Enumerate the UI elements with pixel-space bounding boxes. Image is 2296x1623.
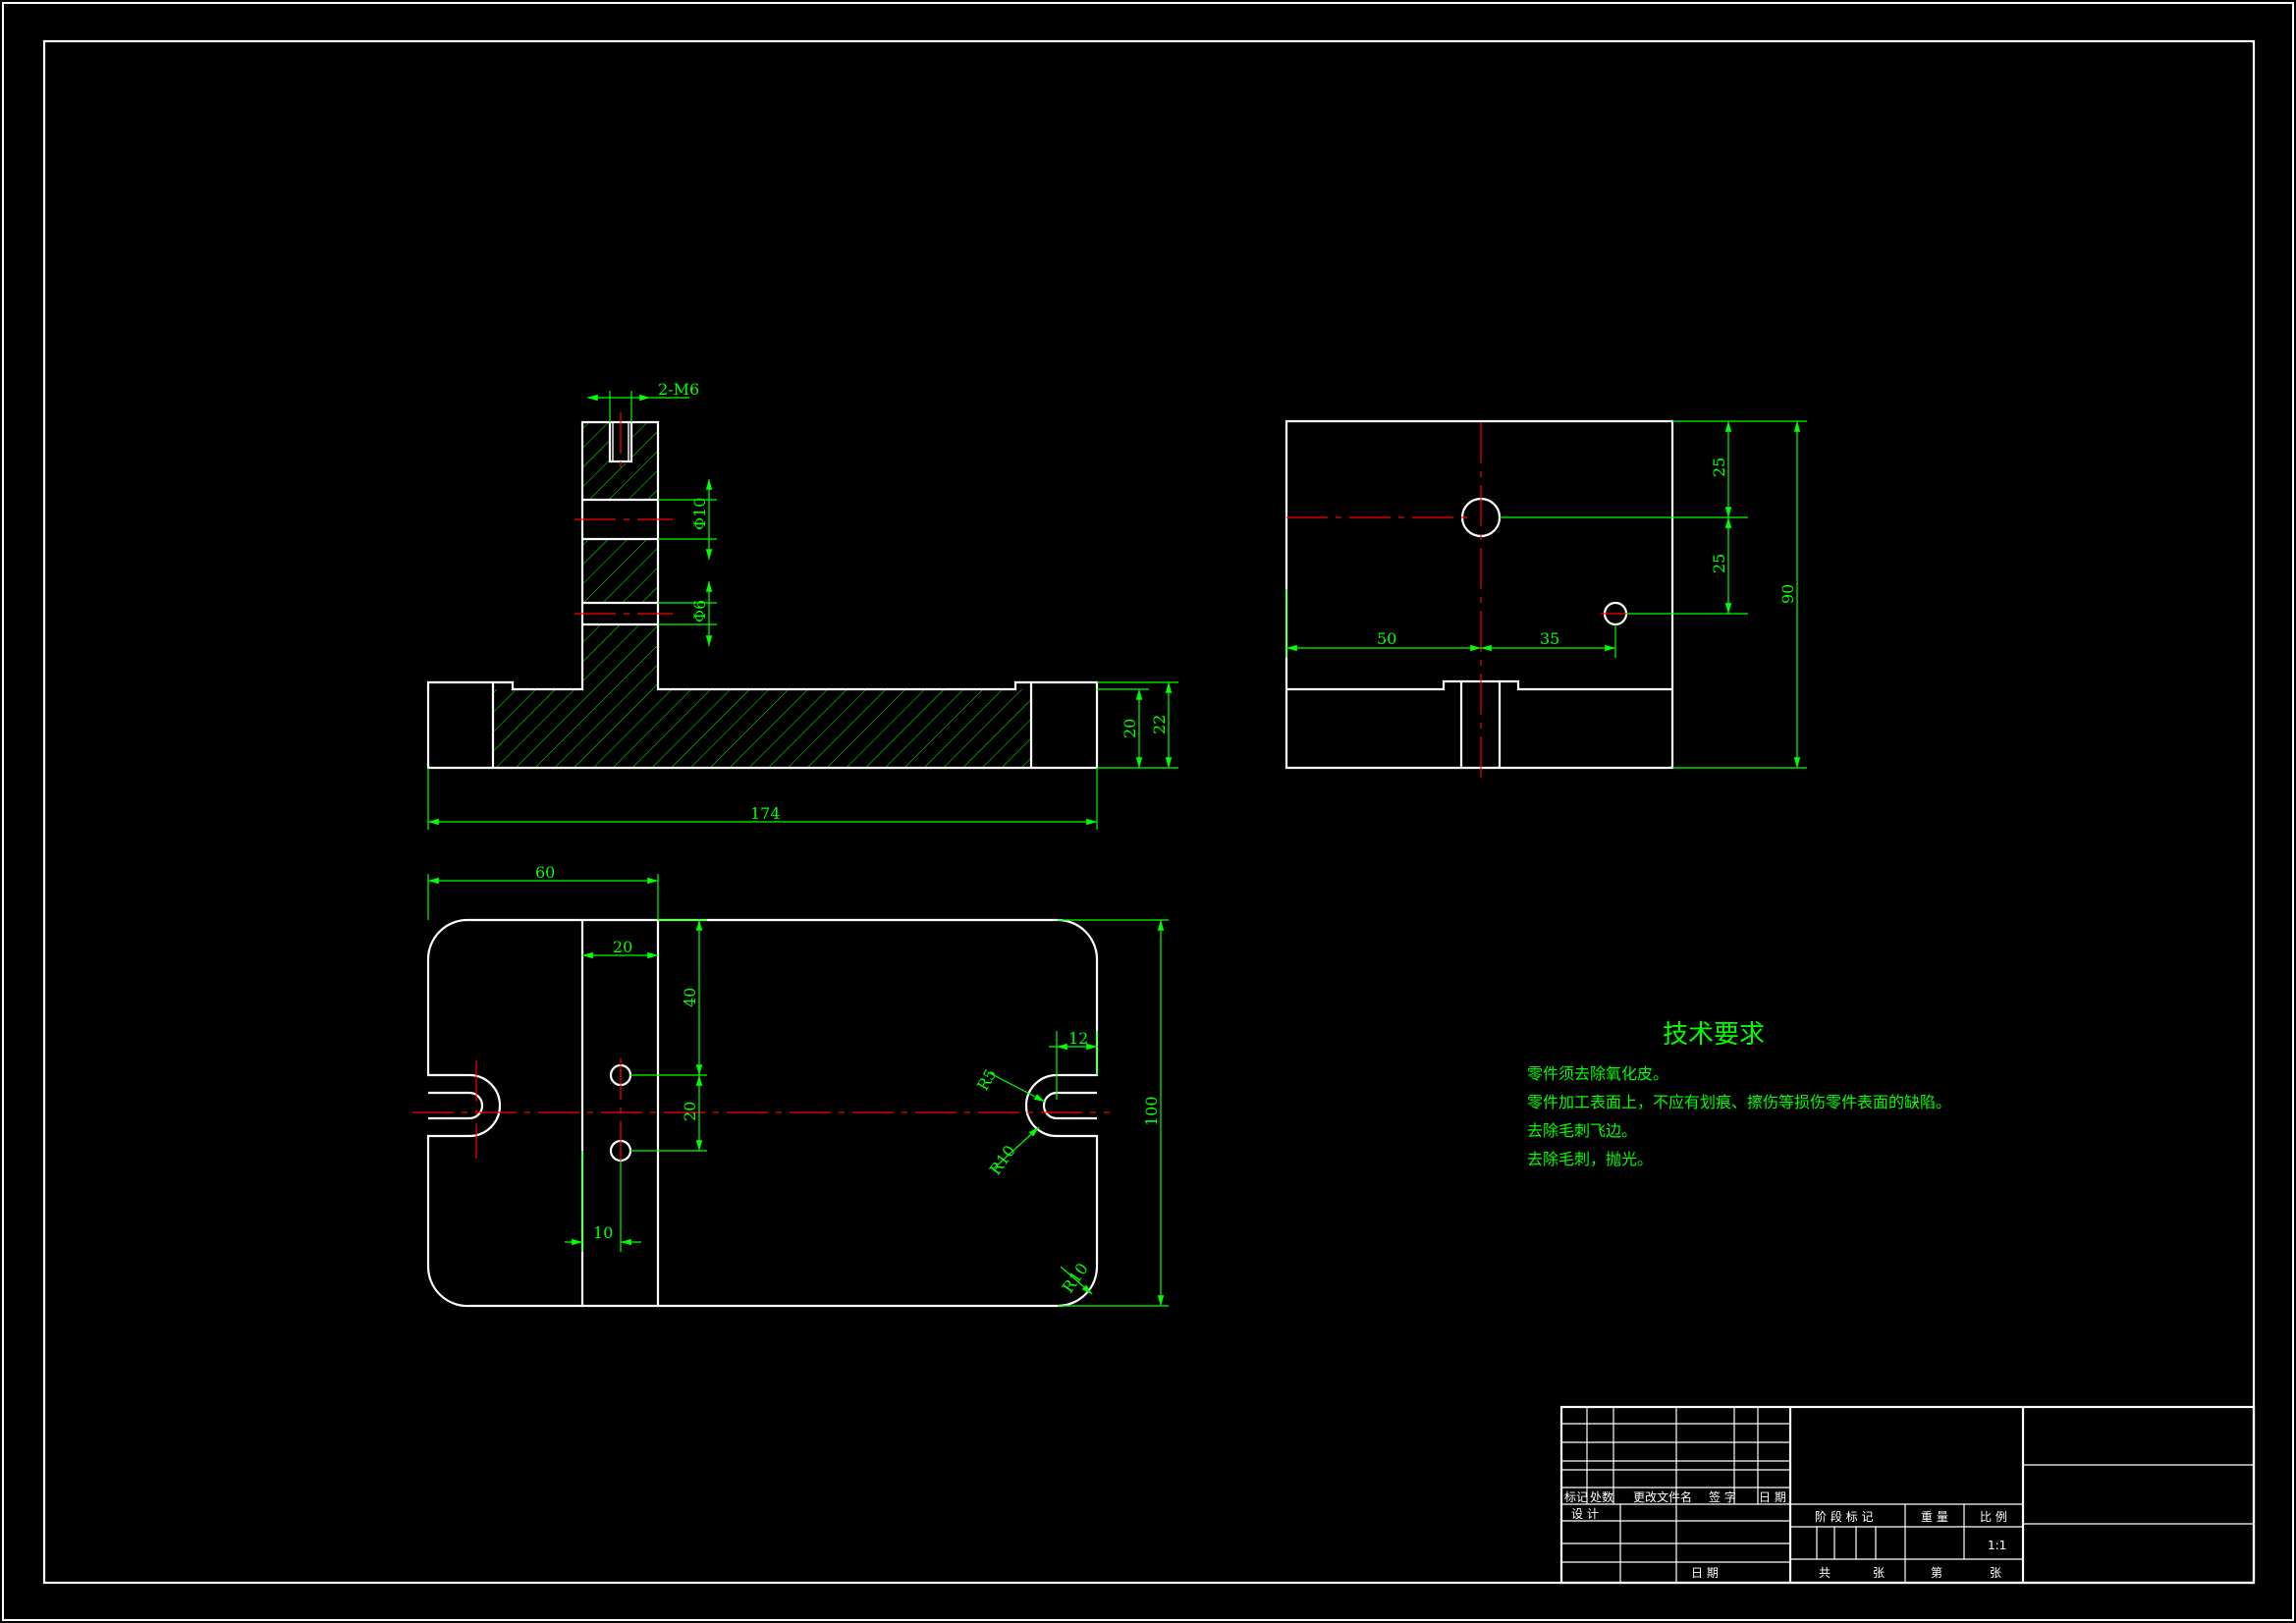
plan-view-outline [426, 918, 1099, 1308]
title-block: 标记 处数 更改文件名 签 字 日 期 设 计 阶 段 标 记 重 量 比 例 … [1559, 1405, 2256, 1585]
plan-r5: R5 [973, 1065, 1001, 1094]
tb-date: 日 期 [1759, 1490, 1786, 1504]
tb-sheets: 张 [1873, 1566, 1885, 1580]
plan-dim-20-width: 20 [613, 938, 632, 956]
side-view-outline [1285, 419, 1674, 770]
hole-large-label: Φ10 [690, 498, 709, 530]
side-dim-25-bottom: 25 [1710, 554, 1728, 573]
tb-stage-mark: 阶 段 标 记 [1815, 1509, 1873, 1524]
front-view: 2-M6 Φ10 Φ6 20 22 174 [426, 380, 1178, 830]
tb-scale-value: 1:1 [1988, 1539, 2006, 1552]
plan-r10-slot: R10 [986, 1142, 1019, 1178]
plan-dim-10: 10 [593, 1223, 613, 1242]
plan-dim-12: 12 [1068, 1029, 1088, 1048]
plan-dim-20-spacing: 20 [681, 1102, 699, 1121]
plan-dim-100: 100 [1142, 1096, 1161, 1126]
tb-sheet-no: 第 [1931, 1566, 1942, 1580]
inner-border [42, 39, 2256, 1585]
dim-length: 174 [750, 804, 781, 823]
hole-small-label: Φ6 [690, 600, 709, 622]
dim-height-outer: 22 [1150, 715, 1169, 734]
technical-requirements: 技术要求 零件须去除氧化皮。 零件加工表面上，不应有划痕、擦伤等损伤零件表面的缺… [1527, 1020, 1951, 1168]
tb-change-doc: 更改文件名 [1633, 1489, 1692, 1504]
tb-count: 处数 [1590, 1489, 1613, 1504]
tb-design: 设 计 [1571, 1507, 1599, 1521]
plan-view: 60 20 40 20 10 12 100 R5 R10 R10 [412, 863, 1169, 1308]
requirements-title: 技术要求 [1663, 1020, 1765, 1050]
plan-dim-40: 40 [681, 988, 699, 1007]
requirement-line-4: 去除毛刺，抛光。 [1527, 1150, 1653, 1168]
side-dim-height: 90 [1778, 584, 1797, 604]
side-dim-25-top: 25 [1710, 458, 1728, 477]
side-dim-50: 50 [1377, 629, 1396, 648]
requirement-line-1: 零件须去除氧化皮。 [1527, 1064, 1668, 1083]
tb-sheet: 张 [1990, 1566, 2001, 1580]
tb-signature: 签 字 [1709, 1489, 1736, 1504]
dim-height-inner: 20 [1121, 719, 1139, 738]
requirement-line-2: 零件加工表面上，不应有划痕、擦伤等损伤零件表面的缺陷。 [1527, 1093, 1951, 1111]
plan-dim-60: 60 [535, 863, 555, 882]
side-view: 25 25 90 50 35 [1285, 419, 1807, 785]
tb-scale-label: 比 例 [1980, 1510, 2007, 1524]
tb-mark: 标记 [1564, 1490, 1588, 1504]
tb-total: 共 [1819, 1566, 1831, 1580]
side-dim-35: 35 [1540, 629, 1559, 648]
thread-label: 2-M6 [658, 380, 699, 399]
tb-weight: 重 量 [1921, 1510, 1948, 1524]
tb-date2: 日 期 [1691, 1566, 1719, 1580]
front-view-hatch [493, 422, 1031, 768]
requirement-line-3: 去除毛刺飞边。 [1527, 1121, 1637, 1140]
plan-r10-corner: R10 [1059, 1260, 1092, 1296]
